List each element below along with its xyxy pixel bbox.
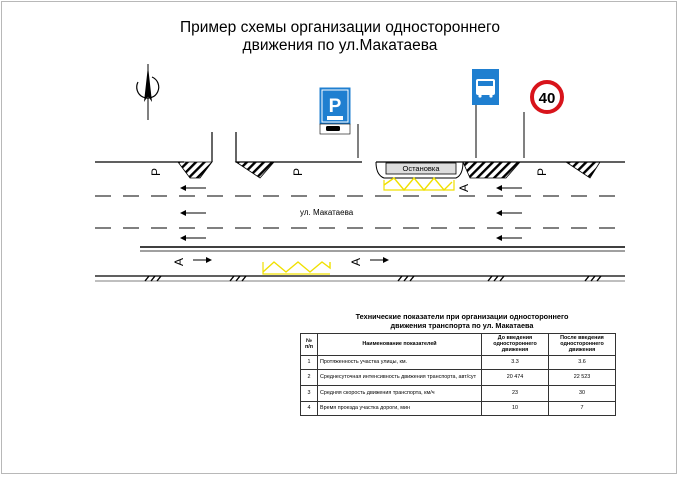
- table-caption-line1: Технические показатели при организации о…: [355, 312, 569, 321]
- indicators-table: № п/п Наименование показателей До введен…: [300, 333, 616, 416]
- row-before: 23: [481, 384, 549, 402]
- header-before: До введения одностороннего движения: [481, 333, 549, 356]
- row-name: Время проезда участка дороги, мин: [317, 400, 482, 416]
- parking-letter: P: [291, 168, 305, 176]
- parking-letters: P P P A: [149, 168, 549, 192]
- table-row: 4 Время проезда участка дороги, мин 10 7: [300, 400, 616, 416]
- bottom-hatch-marks: [144, 275, 602, 282]
- row-before: 3.3: [481, 354, 549, 370]
- bus-lane-letter: A: [172, 258, 186, 266]
- row-after: 3.6: [548, 354, 616, 370]
- parking-sign-icon: P: [319, 87, 359, 158]
- table-caption: Технические показатели при организации о…: [300, 312, 624, 330]
- scheme-title-line2: движения по ул.Макатаева: [242, 37, 438, 54]
- parking-letter: P: [535, 168, 549, 176]
- row-num: 2: [300, 368, 318, 386]
- road-top-kerb: [95, 132, 625, 163]
- median-lines: [140, 246, 625, 252]
- header-name: Наименование показателей: [317, 333, 482, 356]
- bus-lane-letter: A: [457, 184, 471, 192]
- scheme-title-line1: Пример схемы организации одностороннего: [179, 19, 500, 36]
- table-caption-line2: движения транспорта по ул. Макатаева: [390, 321, 534, 330]
- row-num: 4: [300, 400, 318, 416]
- row-before: 20 474: [481, 368, 549, 386]
- row-after: 22 523: [548, 368, 616, 386]
- speed-limit-sign-icon: 40: [523, 80, 564, 158]
- bus-stop-pocket: [375, 161, 464, 192]
- header-after: После введения одностороннего движения: [548, 333, 616, 356]
- row-name: Протяженность участка улицы, км.: [317, 354, 482, 370]
- row-name: Средняя скорость движения транспорта, км…: [317, 384, 482, 402]
- street-label: ул. Макатаева: [300, 208, 354, 217]
- bus-stop-label: Остановка: [402, 164, 440, 173]
- hatched-island: [177, 161, 601, 179]
- bus-lane-zigzag: [262, 261, 331, 273]
- row-num: 3: [300, 384, 318, 402]
- road-bottom-kerb: [95, 275, 625, 282]
- row-after: 30: [548, 384, 616, 402]
- bus-lane-arrows: A A: [172, 257, 389, 266]
- table-row: 3 Средняя скорость движения транспорта, …: [300, 384, 616, 402]
- row-name: Среднесуточная интенсивность движения тр…: [317, 368, 482, 386]
- table-header-row: № п/п Наименование показателей До введен…: [300, 333, 616, 356]
- parking-letter: P: [149, 168, 163, 176]
- north-arrow-icon: [136, 64, 160, 120]
- lane-markings: [95, 195, 625, 229]
- row-after: 7: [548, 400, 616, 416]
- header-num: № п/п: [300, 333, 318, 356]
- table-row: 1 Протяженность участка улицы, км. 3.3 3…: [300, 354, 616, 370]
- bus-lane-zigzag: [262, 262, 330, 275]
- bus-stop-sign-icon: [472, 69, 499, 158]
- row-num: 1: [300, 354, 318, 370]
- road-scheme: P 40 P P: [95, 64, 625, 282]
- table-row: 2 Среднесуточная интенсивность движения …: [300, 368, 616, 386]
- row-before: 10: [481, 400, 549, 416]
- parking-sign-letter: P: [329, 96, 342, 117]
- direction-arrows: [180, 185, 522, 241]
- bus-lane-letter: A: [349, 258, 363, 266]
- speed-limit-value: 40: [539, 90, 556, 107]
